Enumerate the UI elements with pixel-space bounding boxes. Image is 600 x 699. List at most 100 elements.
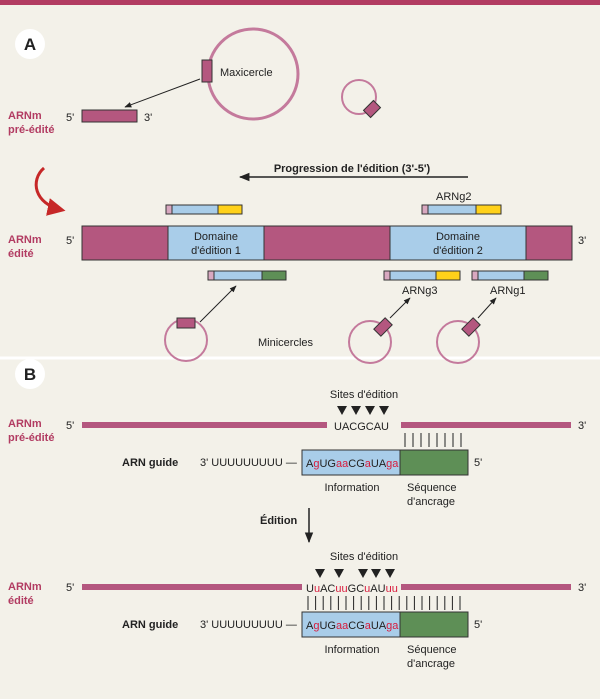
minicercle-2-arrow	[389, 297, 411, 319]
arnm-pre-label-1: ARNm	[8, 110, 42, 122]
small-minicercle-top	[341, 79, 377, 115]
domain-2-line-1: Domaine	[436, 231, 480, 243]
minicercle-3-arrow	[477, 297, 497, 319]
guide-nucleotide: a	[342, 620, 349, 632]
domain-2-line-2: d'édition 2	[433, 245, 483, 257]
guide-nucleotide: U	[319, 620, 327, 632]
arnm-pre-label-2: pré-édité	[8, 124, 54, 136]
edited-nucleotide: U	[378, 583, 386, 595]
small-minicercle-box	[362, 99, 382, 119]
b-gap-sequence: UACGCAU	[334, 421, 389, 433]
guide-nucleotide: G	[356, 620, 365, 632]
edited-nucleotide: u	[314, 583, 320, 595]
arng3-label: ARNg3	[402, 285, 437, 297]
transcription-arrow	[124, 78, 201, 108]
edited-nucleotide: A	[370, 583, 378, 595]
b-anchor-box-2	[399, 611, 469, 638]
arng2-label: ARNg2	[436, 191, 471, 203]
minicercle-3-box	[461, 317, 481, 337]
progression-label: Progression de l'édition (3'-5')	[274, 163, 431, 175]
b-information-label-1: Information	[324, 482, 379, 494]
guide-nucleotide: U	[371, 620, 379, 632]
b-pre-mrna-left	[82, 422, 327, 428]
domain-1-line-1: Domaine	[194, 231, 238, 243]
minicercle-1-box	[176, 317, 196, 329]
edited-nucleotide: u	[386, 583, 392, 595]
b-information-box-1	[301, 449, 401, 476]
b-edit-mrna-left	[82, 584, 302, 590]
guide-nucleotide: G	[327, 620, 336, 632]
edited-nucleotide: A	[320, 583, 328, 595]
guide-nucleotide: A	[379, 458, 387, 470]
b-arnm-edit-label-1: ARNm	[8, 581, 42, 593]
pre-three-prime: 3'	[144, 112, 152, 124]
b-arnm-pre-label-2: pré-édité	[8, 432, 54, 444]
arng1-label: ARNg1	[490, 285, 525, 297]
guide-nucleotide: A	[306, 620, 314, 632]
maxicercle-label: Maxicercle	[220, 67, 273, 79]
b-information-box-2	[301, 611, 401, 638]
edit-three-prime: 3'	[578, 235, 586, 247]
guide-nucleotide: a	[392, 458, 399, 470]
minicercle-2-box	[373, 317, 393, 337]
b-sequence-label-2a: Séquence	[407, 644, 457, 656]
guide-nucleotide: A	[306, 458, 314, 470]
b-arnm-pre-label-1: ARNm	[8, 418, 42, 430]
b-guide-seq-2: AgUGaaCGaUAga	[306, 620, 399, 632]
guide-nucleotide: g	[313, 458, 319, 470]
b-information-label-2: Information	[324, 644, 379, 656]
guide-nucleotide: G	[327, 458, 336, 470]
edited-nucleotide: C	[327, 583, 335, 595]
b-edit-mrna-right	[401, 584, 571, 590]
guide-nucleotide: a	[365, 620, 372, 632]
panel-a: A Maxicercle ARNm pré-édité 5' 3' Progre…	[8, 27, 586, 364]
edited-nucleotide: C	[356, 583, 364, 595]
guide-nucleotide: g	[386, 458, 392, 470]
b-polyu-1: 3' UUUUUUUUU —	[200, 457, 297, 469]
arnm-edit-label-2: édité	[8, 248, 34, 260]
pre-five-prime: 5'	[66, 112, 74, 124]
guide-rna-domain1	[165, 204, 243, 215]
domain-1-box	[167, 225, 265, 261]
b-arn-guide-label-1: ARN guide	[122, 457, 178, 469]
edit-five-prime: 5'	[66, 235, 74, 247]
edition-label: Édition	[260, 514, 298, 527]
minicercle-2	[348, 320, 392, 364]
arnm-edit-label-1: ARNm	[8, 234, 42, 246]
guide-nucleotide: a	[365, 458, 372, 470]
panel-b: B Sites d'édition ARNm pré-édité 5' UACG…	[8, 359, 586, 670]
guide-nucleotide: U	[371, 458, 379, 470]
b-edit-three: 3'	[578, 582, 586, 594]
guide-nucleotide: U	[319, 458, 327, 470]
guide-nucleotide: A	[379, 620, 387, 632]
guide-nucleotide: C	[348, 458, 356, 470]
b-pre-mrna-right	[401, 422, 571, 428]
panel-b-letter: B	[24, 365, 36, 384]
edited-nucleotide: U	[306, 583, 314, 595]
b-sequence-label-1a: Séquence	[407, 482, 457, 494]
b-sequence-label-1b: d'ancrage	[407, 496, 455, 508]
guide-rna-arng2	[421, 204, 502, 215]
base-pairs-2	[307, 596, 461, 610]
guide-rna-arng1	[471, 270, 549, 281]
sites-label-2: Sites d'édition	[330, 551, 398, 563]
domain-2-box	[389, 225, 527, 261]
minicercles-label: Minicercles	[258, 337, 314, 349]
edited-nucleotide: u	[342, 583, 348, 595]
b-sequence-label-2b: d'ancrage	[407, 658, 455, 670]
pre-edited-mrna-bar	[81, 109, 138, 123]
maxicercle-gene-box	[201, 59, 213, 83]
top-bar	[0, 0, 600, 5]
site-markers-1	[337, 406, 389, 415]
b-arn-guide-label-2: ARN guide	[122, 619, 178, 631]
edited-nucleotide: u	[364, 583, 370, 595]
b-polyu-2: 3' UUUUUUUUU —	[200, 619, 297, 631]
b-arnm-edit-label-2: édité	[8, 595, 34, 607]
guide-nucleotide: a	[336, 458, 343, 470]
guide-nucleotide: a	[392, 620, 399, 632]
edited-nucleotide: u	[392, 583, 398, 595]
cycle-arrow	[34, 166, 66, 216]
b-guide-five-2: 5'	[474, 619, 482, 631]
guide-nucleotide: G	[356, 458, 365, 470]
